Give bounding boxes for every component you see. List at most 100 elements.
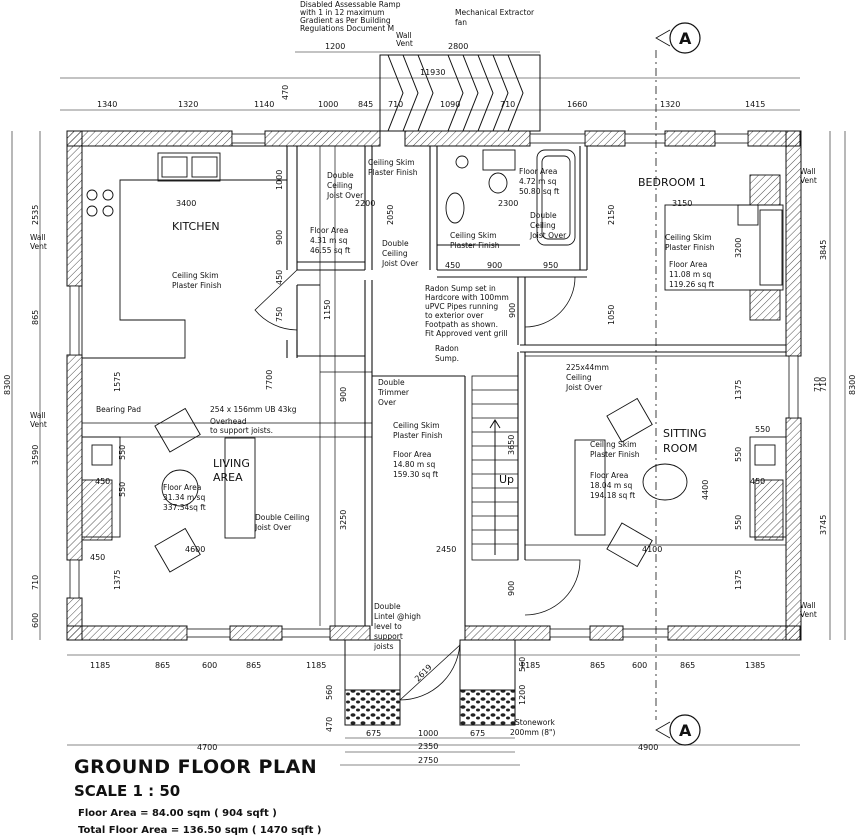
bed-skim-1: Ceiling Skim: [665, 233, 712, 242]
lintel-4: support: [374, 632, 403, 641]
hall-area-3: 46.55 sq ft: [310, 246, 350, 255]
ramp-note-4: Regulations Document M: [300, 24, 394, 33]
room-living-2: AREA: [213, 471, 243, 484]
dim-top2-10: 1415: [745, 100, 765, 109]
stair-area-1: Floor Area: [393, 450, 431, 459]
section-label-top: A: [679, 29, 692, 48]
lintel-5: joists: [373, 642, 394, 651]
dim-4600: 4600: [185, 545, 205, 554]
dim-left-0: 2535: [31, 205, 40, 225]
dim-top2-8: 1660: [567, 100, 587, 109]
dim-left-4: 600: [31, 613, 40, 628]
dim-right-2: 3745: [819, 515, 828, 535]
dim-top2-1: 1320: [178, 100, 198, 109]
dim-450-a: 450: [275, 270, 284, 285]
dim-7700: 7700: [265, 370, 274, 390]
bed-skim-2: Plaster Finish: [665, 243, 715, 252]
trimmer-3: Over: [378, 398, 397, 407]
room-living-1: LIVING: [213, 457, 250, 470]
dim-bot-mid-1: 1000: [418, 729, 438, 738]
bed-area-3: 119.26 sq ft: [669, 280, 714, 289]
dim-3200: 3200: [734, 238, 743, 258]
floor-area: Floor Area = 84.00 sqm ( 904 sqft ): [78, 808, 277, 819]
hall-area-2: 4.31 m sq: [310, 236, 348, 245]
external-walls: [66, 130, 802, 641]
wall-vent-right2-2: Vent: [800, 610, 817, 619]
dim-bot1-9: 1385: [745, 661, 765, 670]
windows: [69, 133, 799, 638]
dim-bot1-7: 600: [632, 661, 647, 670]
wall-vent-top-1: Wall: [396, 31, 412, 40]
dim-2150: 2150: [607, 205, 616, 225]
living-area-3: 337.34sq ft: [163, 503, 206, 512]
dim-3400: 3400: [176, 199, 196, 208]
dim-450-e: 450: [750, 477, 765, 486]
section-label-bottom: A: [679, 721, 692, 740]
dim-2450: 2450: [436, 545, 456, 554]
entrance-porch: [344, 639, 516, 726]
sitting-area-3: 194.18 sq ft: [590, 491, 635, 500]
dim-bot1-3: 865: [246, 661, 261, 670]
dim-bot1-5: 1185: [520, 661, 540, 670]
bath-skim-1: Ceiling Skim: [450, 231, 497, 240]
sitting-skim-1: Ceiling Skim: [590, 440, 637, 449]
door-swings: [254, 269, 581, 701]
dim-900-d: 900: [339, 387, 348, 402]
joist-225-3: Joist Over: [565, 383, 603, 392]
dim-bot1-8: 865: [680, 661, 695, 670]
wall-vent-left2-2: Vent: [30, 420, 47, 429]
dim-bot1-6: 865: [590, 661, 605, 670]
radon-3: uPVC Pipes running: [425, 302, 498, 311]
dim-right-0: 3845: [819, 240, 828, 260]
hall-double-2: Ceiling: [327, 181, 353, 190]
dim-bot-mid-2: 675: [470, 729, 485, 738]
dim-top2-2: 1140: [254, 100, 274, 109]
radon-sump-2: Sump.: [435, 354, 459, 363]
ramp-note-2: with 1 in 12 maximum: [300, 8, 384, 17]
dim-1375-b: 1375: [734, 570, 743, 590]
living-fixtures: [81, 407, 256, 573]
dim-top2-0: 1340: [97, 100, 117, 109]
beam-lines: [82, 146, 786, 626]
wall-vent-right-1: Wall: [800, 167, 816, 176]
stair-area-2: 14.80 m sq: [393, 460, 435, 469]
wall-vent-right2-1: Wall: [800, 601, 816, 610]
dim-bot-2350: 2350: [418, 742, 438, 751]
living-double-2: Joist Over: [254, 523, 292, 532]
dim-top2-3: 1000: [318, 100, 338, 109]
dim-1575: 1575: [113, 372, 122, 392]
dim-top2-4: 845: [358, 100, 373, 109]
lintel-3: level to: [374, 622, 402, 631]
dim-bot-mid-0: 675: [366, 729, 381, 738]
dim-750: 750: [275, 307, 284, 322]
extractor-note-2: fan: [455, 18, 467, 27]
radon-2: Hardcore with 100mm: [425, 293, 509, 302]
dim-950: 950: [543, 261, 558, 270]
stonework-2: 200mm (8"): [510, 728, 555, 737]
dim-550-e: 550: [734, 447, 743, 462]
dim-3150: 3150: [672, 199, 692, 208]
bedroom-fixtures: [664, 174, 784, 321]
plan-title: GROUND FLOOR PLAN: [74, 756, 317, 778]
dim-bot1-4: 1185: [306, 661, 326, 670]
dim-1375-a: 1375: [734, 380, 743, 400]
stair-area-3: 159.30 sq ft: [393, 470, 438, 479]
dim-1200-side: 470: [281, 85, 290, 100]
hall-double2-1: Double: [382, 239, 409, 248]
dim-900-b: 900: [487, 261, 502, 270]
hall-double-3: Joist Over: [326, 191, 364, 200]
beam-2: Overhead: [210, 417, 247, 426]
beam-1: 254 x 156mm UB 43kg: [210, 405, 297, 414]
radon-4: to exterior over: [425, 311, 484, 320]
radon-5: Footpath as shown.: [425, 320, 498, 329]
hall-skim-2: Plaster Finish: [368, 168, 418, 177]
stair-skim-2: Plaster Finish: [393, 431, 443, 440]
hall-double2-3: Joist Over: [381, 259, 419, 268]
dim-3650: 3650: [507, 435, 516, 455]
dim-4400: 4400: [701, 480, 710, 500]
dim-top2-9: 1320: [660, 100, 680, 109]
bath-double-1: Double: [530, 211, 557, 220]
dim-bot2-0: 4700: [197, 743, 217, 752]
dim-900-e: 900: [507, 581, 516, 596]
